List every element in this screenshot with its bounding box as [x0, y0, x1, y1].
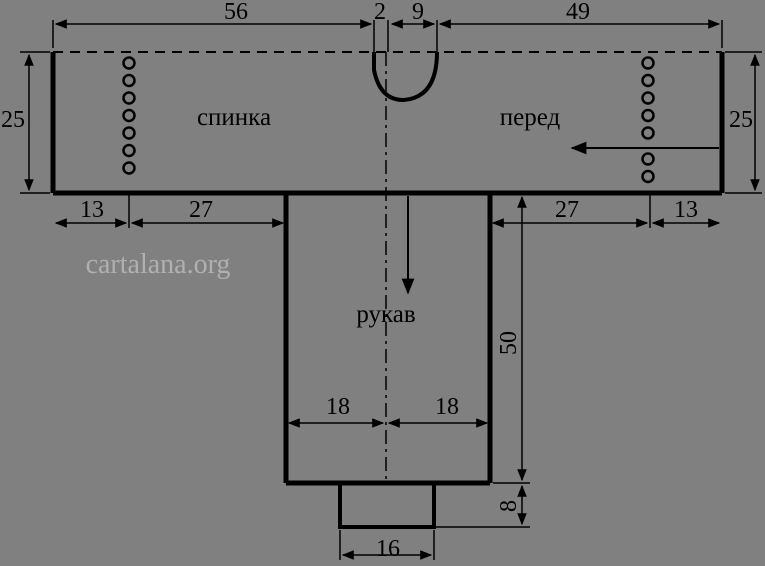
buttonhole-left — [122, 73, 136, 88]
dim-neck-back: 2 — [374, 0, 386, 25]
dim-cuff-width: 16 — [376, 536, 400, 562]
dim-sleeve-length: 50 — [496, 331, 522, 355]
dim-bottom-right-27: 27 — [555, 197, 579, 223]
dim-front-width: 49 — [566, 0, 590, 25]
buttonhole-left — [122, 143, 136, 158]
buttonhole-right — [641, 108, 655, 123]
dim-cuff-height: 8 — [496, 500, 522, 512]
buttonhole-left — [122, 56, 136, 70]
buttonhole-right-lower — [641, 152, 655, 166]
sleeve-outline — [283, 193, 493, 486]
dim-bottom-left-27: 27 — [189, 197, 213, 223]
body-outline — [50, 52, 725, 196]
buttonhole-left — [122, 126, 136, 140]
dim-bottom-left-13: 13 — [80, 197, 104, 223]
dim-height-right: 25 — [729, 107, 753, 133]
dim-sleeve-half-left: 18 — [326, 394, 350, 420]
label-back: спинка — [197, 104, 271, 131]
label-sleeve: рукав — [356, 301, 415, 328]
sleeve-length-dim — [493, 195, 530, 484]
top-dimension-lines — [52, 19, 723, 48]
buttonholes — [122, 56, 655, 184]
cuff-dims — [339, 484, 530, 560]
buttonhole-left — [122, 91, 136, 105]
buttonhole-right — [641, 56, 655, 70]
buttonhole-right — [641, 73, 655, 88]
dim-sleeve-half-right: 18 — [435, 394, 459, 420]
dim-back-width: 56 — [224, 0, 248, 25]
buttonhole-left — [122, 108, 136, 123]
dim-height-left: 25 — [1, 107, 25, 133]
label-front: перед — [500, 104, 561, 131]
buttonhole-left — [122, 161, 136, 175]
buttonhole-right — [641, 126, 655, 140]
buttonhole-right — [641, 91, 655, 105]
cuff-outline — [338, 481, 436, 529]
buttonhole-right-lower — [641, 169, 655, 184]
dim-bottom-right-13: 13 — [674, 197, 698, 223]
side-dimension-lines — [20, 51, 762, 194]
bottom-dimension-lines — [54, 193, 721, 228]
watermark: cartalana.org — [86, 249, 231, 280]
neckline — [372, 51, 439, 103]
dim-neck-front: 9 — [412, 0, 424, 25]
